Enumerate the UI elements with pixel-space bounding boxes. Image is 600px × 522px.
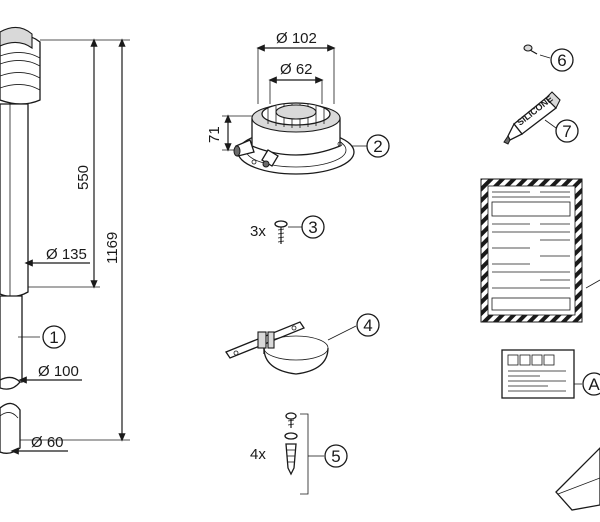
- callout-2: 2: [366, 134, 390, 158]
- flue-pipe-part-1: [0, 26, 41, 454]
- callout-5: 5: [324, 444, 348, 468]
- screw-and-plug-part-5: [284, 412, 324, 495]
- adapter-part-2: [222, 44, 367, 175]
- partial-component: [555, 447, 600, 511]
- callout-1-label: 1: [49, 328, 58, 347]
- documentation-sheet: [480, 178, 583, 323]
- callout-3: 3: [301, 215, 325, 239]
- dim-550: 550: [75, 165, 92, 190]
- dim-d102: Ø 102: [276, 30, 317, 47]
- callout-2-label: 2: [373, 137, 382, 156]
- dimension-lines-pipe: [10, 38, 130, 455]
- screw-part-3: [274, 220, 302, 244]
- callout-7-label: 7: [562, 122, 571, 141]
- callout-3-label: 3: [308, 218, 317, 237]
- callout-1: 1: [42, 325, 66, 349]
- callout-A: A: [582, 372, 600, 396]
- dim-d62: Ø 62: [280, 61, 313, 78]
- dim-d100: Ø 100: [38, 363, 79, 380]
- dim-d60: Ø 60: [31, 434, 64, 451]
- dim-71: 71: [206, 126, 223, 143]
- callout-4: 4: [356, 313, 380, 337]
- callout-6-label: 6: [557, 51, 566, 70]
- qty-3: 3x: [250, 223, 266, 240]
- callout-4-label: 4: [363, 316, 372, 335]
- callout-5-label: 5: [331, 447, 340, 466]
- label-card: [501, 349, 582, 399]
- callout-A-label: A: [588, 375, 600, 394]
- small-screw-part-6: [523, 44, 551, 59]
- callout-7: 7: [555, 119, 579, 143]
- dim-d135: Ø 135: [46, 246, 87, 263]
- silicone-tube-part-7: SILICONE: [503, 91, 561, 145]
- pipe-clamp-part-4: [225, 321, 357, 375]
- qty-5: 4x: [250, 446, 266, 463]
- dim-1169: 1169: [104, 232, 121, 264]
- callout-6: 6: [550, 48, 574, 72]
